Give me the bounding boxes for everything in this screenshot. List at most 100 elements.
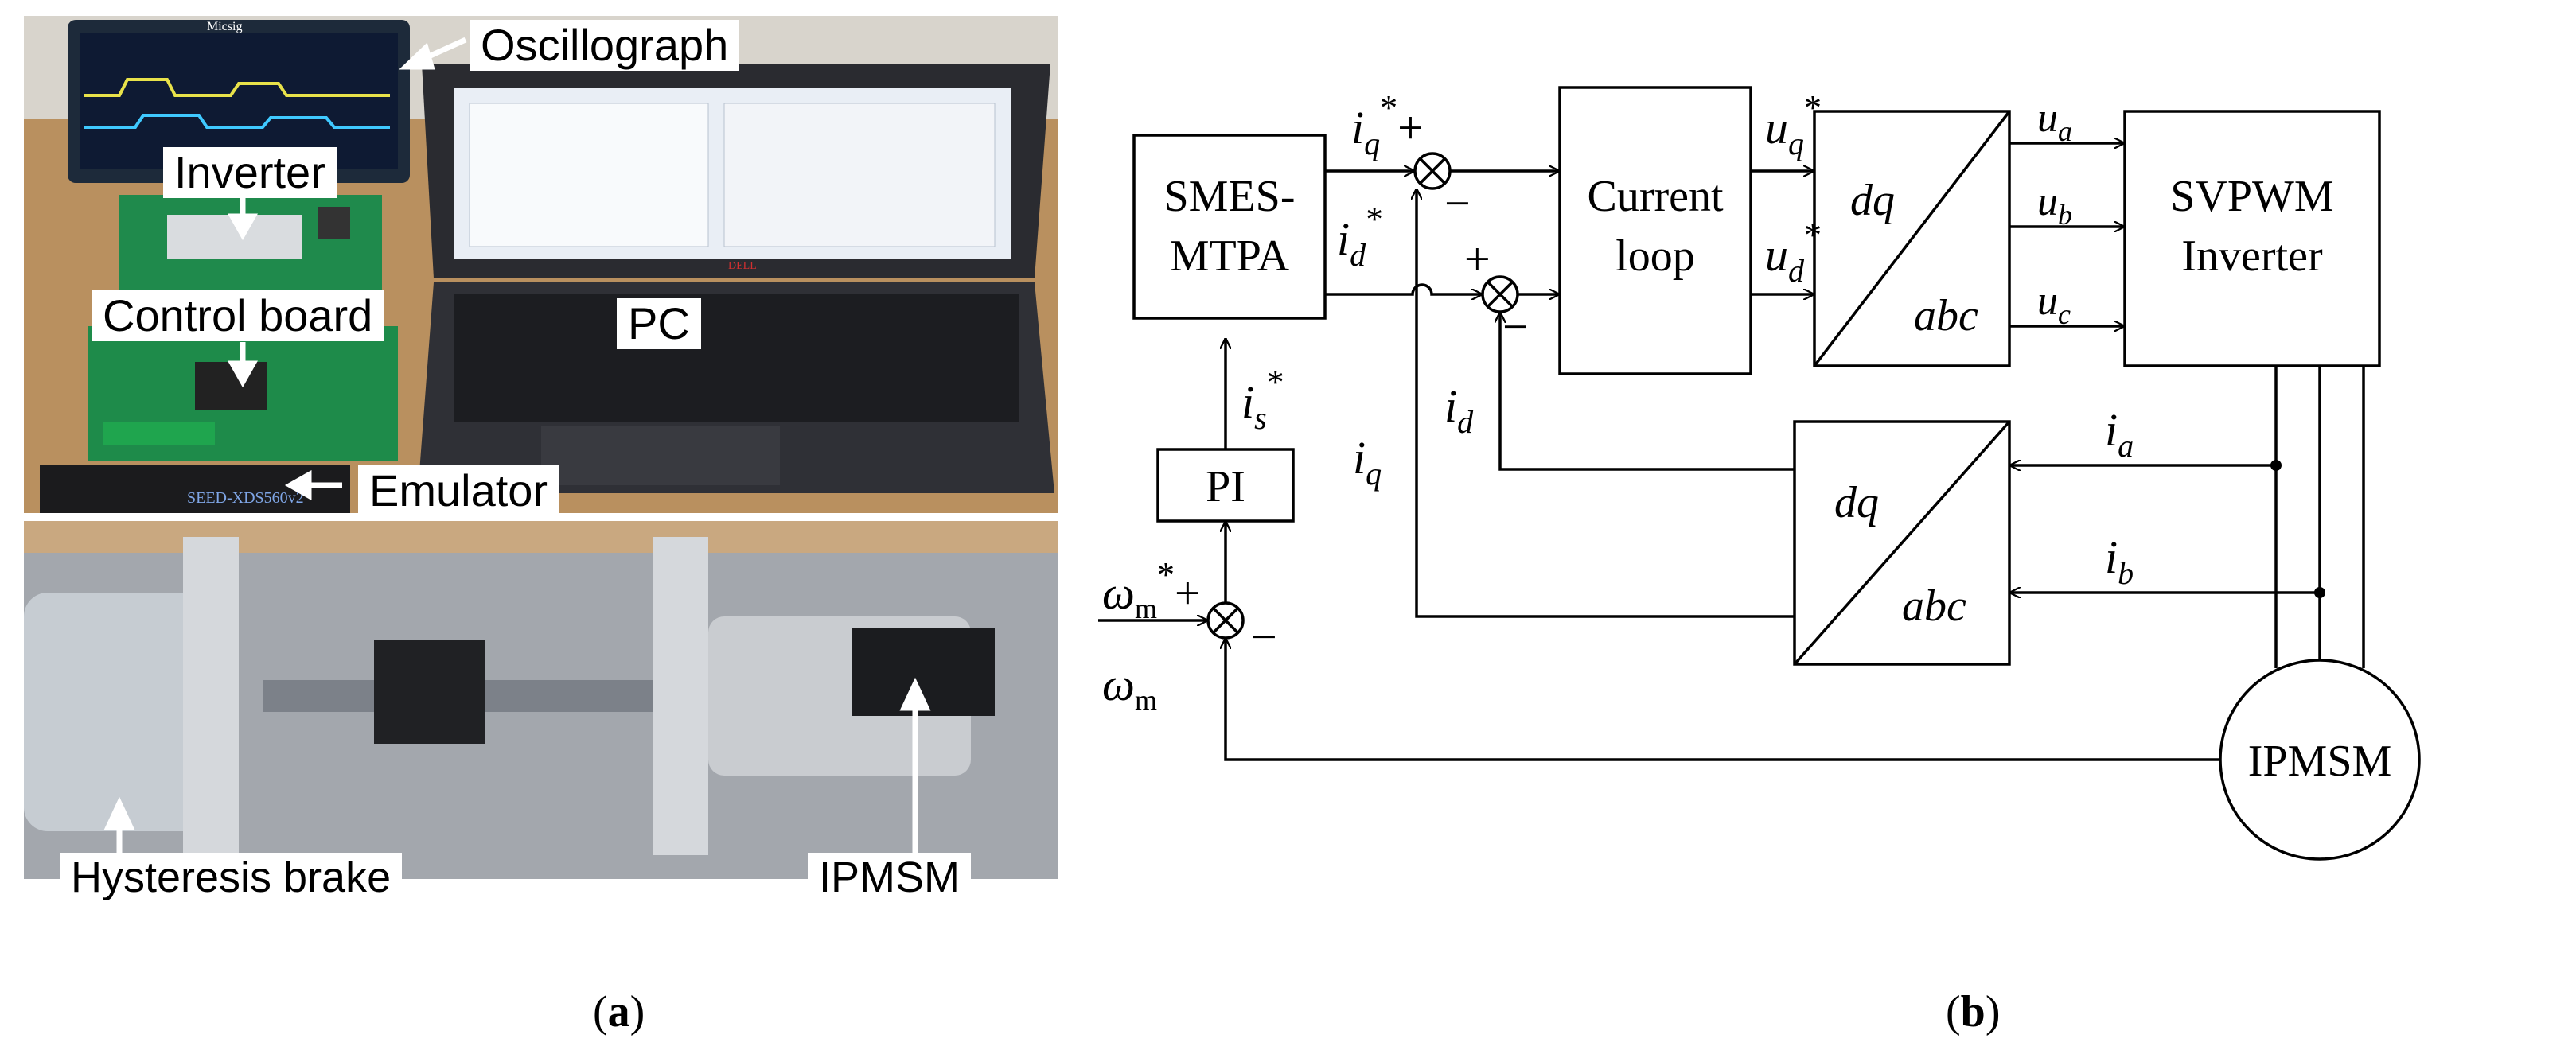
ia-main: i (2105, 404, 2118, 456)
label-ipmsm-photo: IPMSM (808, 853, 972, 902)
caption-b: (b) (1946, 986, 2000, 1037)
inverse-dq-label: dq (1834, 478, 1879, 527)
caption-a: (a) (593, 986, 645, 1037)
label-wm-ref: ωm*+ (1102, 555, 1201, 624)
wm-ref-main: ω (1102, 567, 1135, 619)
smes-label-line1: SMES- (1164, 172, 1296, 221)
label-id-plus: + (1464, 233, 1491, 285)
ia-sub: a (2118, 428, 2134, 464)
ib-sub: b (2118, 555, 2134, 591)
hysteresis-brake (24, 537, 239, 855)
uq-sub: q (1788, 126, 1804, 161)
current-loop-label-line2: loop (1615, 231, 1695, 281)
tap-point-ib (2314, 587, 2325, 598)
photo-arrows (228, 37, 467, 500)
label-iq-ref: iq*+ (1351, 88, 1424, 161)
label-uc: uc (2037, 278, 2071, 330)
iq-ref-sub: q (1364, 126, 1380, 161)
uq-star: * (1804, 88, 1822, 127)
svpwm-label-line1: SVPWM (2170, 172, 2333, 221)
panel-a: Micsig DELL (24, 16, 1058, 907)
label-is-ref: is* (1241, 363, 1284, 436)
caption-a-close: ) (629, 987, 645, 1036)
label-ib: ib (2105, 531, 2134, 591)
label-uq-ref: uq* (1765, 88, 1822, 161)
uc-sub: c (2058, 298, 2071, 330)
oscilloscope-brand: Micsig (207, 20, 242, 33)
id-ref-main: i (1337, 213, 1350, 265)
wm-ref-star: * (1157, 555, 1175, 594)
control-block-diagram: SMES- MTPA Current loop SVPWM Inverter P… (1098, 86, 2421, 861)
inverse-abc-label: abc (1902, 581, 1966, 631)
caption-b-close: ) (1985, 987, 2001, 1036)
label-iq-minus: − (1444, 177, 1471, 229)
label-control-board: Control board (92, 290, 384, 341)
label-inverter: Inverter (163, 147, 337, 198)
iq-ref-star: * (1380, 88, 1397, 127)
label-emulator: Emulator (358, 465, 559, 513)
ub-sub: b (2058, 199, 2072, 231)
wm-ref-sub: m (1135, 593, 1157, 624)
label-ia: ia (2105, 404, 2134, 464)
inverse-park-block (1793, 420, 2011, 666)
iq-fb-sub: q (1366, 456, 1382, 492)
laptop-brand: DELL (728, 260, 757, 272)
id-fb-main: i (1444, 380, 1457, 432)
torque-sensor (263, 640, 653, 744)
wm-ref-plus: + (1175, 567, 1201, 619)
is-ref-sub: s (1254, 400, 1267, 436)
ipmsm-label: IPMSM (2248, 737, 2392, 786)
wm-fb-main: ω (1102, 659, 1135, 710)
laptop: DELL (418, 64, 1054, 493)
motor-bench-drawing (24, 521, 1058, 879)
current-loop-label-line1: Current (1587, 172, 1724, 221)
is-ref-star: * (1267, 363, 1284, 402)
park-dq-label: dq (1850, 176, 1895, 225)
svpwm-inverter-block (2123, 110, 2381, 368)
iq-ref-plus: + (1397, 102, 1424, 154)
bench-photo-drawing: Micsig DELL (24, 16, 1058, 513)
label-ud-ref: ud* (1765, 216, 1822, 289)
ub-main: u (2037, 179, 2058, 224)
label-iq-feedback: iq (1353, 432, 1382, 492)
iq-fb-main: i (1353, 432, 1366, 484)
id-ref-star: * (1366, 200, 1383, 239)
label-id-ref: id* (1337, 200, 1383, 273)
caption-b-letter: b (1960, 987, 1986, 1036)
caption-b-open: ( (1946, 987, 1961, 1036)
ib-main: i (2105, 531, 2118, 583)
bench-photo: Micsig DELL (24, 16, 1058, 513)
caption-a-letter: a (607, 987, 630, 1036)
ua-main: u (2037, 95, 2058, 141)
svpwm-label-line2: Inverter (2181, 231, 2323, 281)
caption-a-open: ( (593, 987, 608, 1036)
park-abc-label: abc (1914, 291, 1978, 340)
ud-sub: d (1788, 253, 1805, 289)
label-pc: PC (617, 298, 701, 349)
iq-ref-main: i (1351, 102, 1364, 154)
motor-bench-photo (24, 521, 1058, 879)
park-transform-block (1813, 110, 2011, 368)
uq-main: u (1765, 102, 1788, 154)
current-loop-block (1558, 86, 1752, 375)
id-fb-sub: d (1457, 404, 1474, 440)
smes-label-line2: MTPA (1170, 231, 1290, 281)
ud-star: * (1804, 216, 1822, 255)
tap-point-ia (2270, 460, 2282, 471)
pi-label: PI (1206, 462, 1245, 511)
label-wm-feedback: ωm (1102, 659, 1157, 716)
oscilloscope: Micsig (68, 20, 410, 183)
uc-main: u (2037, 278, 2058, 324)
smes-mtpa-block (1132, 134, 1327, 320)
label-id-minus: − (1502, 301, 1529, 352)
ud-main: u (1765, 229, 1788, 281)
is-ref-main: i (1241, 376, 1254, 428)
ua-sub: a (2058, 115, 2072, 147)
label-oscillograph: Oscillograph (470, 20, 740, 71)
inverter-board (119, 195, 382, 294)
label-ub: ub (2037, 179, 2072, 231)
label-ua: ua (2037, 95, 2072, 147)
sum-junction-speed (1206, 601, 1245, 640)
emulator-model: SEED-XDS560v2 (187, 489, 304, 507)
wm-fb-sub: m (1135, 684, 1157, 716)
